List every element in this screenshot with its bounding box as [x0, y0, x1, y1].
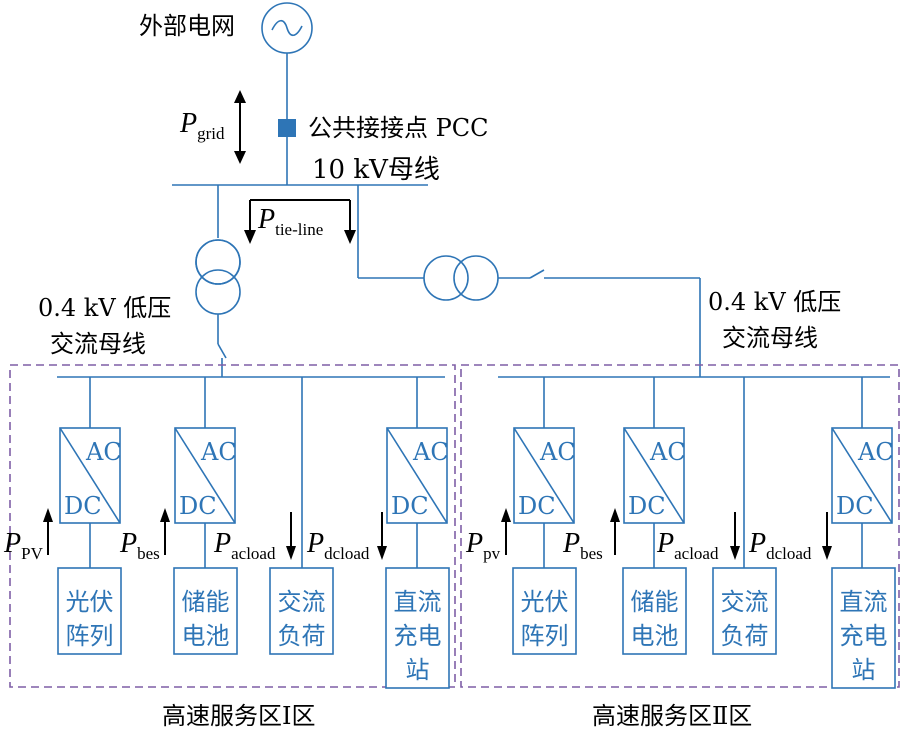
- zone2-block-0-line1: 光伏: [521, 588, 569, 616]
- bus-04kv-right-label-2: 交流母线: [722, 324, 818, 352]
- zone2-converter-1-diagonal: [623, 427, 685, 524]
- zone2-converter-0-ac-label: AC: [539, 438, 576, 466]
- zone2-converter-3-dc-label: DC: [836, 492, 874, 520]
- zone1-converter-1-diagonal: [174, 427, 236, 524]
- zone1-label: 高速服务区Ⅰ区: [162, 702, 315, 730]
- zone1-power-label-0: PPV: [3, 528, 44, 563]
- zone2-converter-1-ac-label: AC: [649, 438, 686, 466]
- zone1-converter-0-diagonal: [59, 427, 121, 524]
- zone2-power-label-0: Ppv: [465, 528, 501, 563]
- zone1-power-label-1: Pbes: [119, 528, 160, 563]
- zone1-converter-1-ac-label: AC: [200, 438, 237, 466]
- pcc-node: [278, 119, 296, 137]
- zone1-block-3-line1: 直流: [394, 588, 442, 616]
- zone1-converter-3-diagonal: [386, 427, 448, 524]
- zone1-block-3-line3: 站: [406, 656, 430, 684]
- zone1-power-label-2: Pacload: [213, 528, 276, 563]
- zone1-power-arrowhead-2: [286, 546, 296, 560]
- zone2-block-3-line2: 充电: [840, 622, 888, 650]
- zone1-block-3: [385, 567, 450, 689]
- zone2-block-0: [512, 567, 577, 655]
- right-transformer-icon: [423, 255, 499, 301]
- zone2-converter-3-ac-label: AC: [857, 438, 894, 466]
- zone1-converter-0-dc-label: DC: [64, 492, 102, 520]
- bus-04kv-left-label-2: 交流母线: [50, 330, 146, 358]
- zone1-block-0-line2: 阵列: [66, 622, 114, 650]
- zone1-block-2: [269, 567, 334, 655]
- bus-04kv-right-label-1: 0.4 kV 低压: [708, 288, 841, 316]
- zone2-power-arrowhead-0: [501, 508, 511, 522]
- zone2-converter-1-dc-label: DC: [628, 492, 666, 520]
- pcc-label: 公共接接点 PCC: [308, 114, 489, 142]
- zone1-block-2-line1: 交流: [278, 588, 326, 616]
- zone2-label: 高速服务区Ⅱ区: [592, 702, 752, 730]
- bus-10kv-label: 10 kV母线: [312, 155, 440, 185]
- zone2-power-label-1: Pbes: [562, 528, 603, 563]
- zone1-converter-3-dc-label: DC: [391, 492, 429, 520]
- zone1-converter-1-dc-label: DC: [179, 492, 217, 520]
- zone1-block-2-line2: 负荷: [278, 622, 326, 650]
- zone1-block-0-line1: 光伏: [66, 588, 114, 616]
- zone2-converter-0-diagonal: [513, 427, 575, 524]
- p-grid-arrow: [234, 90, 246, 164]
- zone2-power-arrowhead-3: [822, 546, 832, 560]
- zone1-boundary: [9, 364, 456, 688]
- p-tie-line-label: Ptie-line: [257, 204, 323, 239]
- zone2-power-arrowhead-2: [730, 546, 740, 560]
- zone2-converter-0-dc-label: DC: [518, 492, 556, 520]
- zone1-power-arrowhead-0: [43, 508, 53, 522]
- zone1-converter-3-ac-label: AC: [412, 438, 449, 466]
- p-tie-line-arrow: [244, 199, 356, 244]
- p-grid-label: Pgrid: [179, 108, 225, 143]
- zone1-block-3-line2: 充电: [394, 622, 442, 650]
- zone1-block-1: [173, 567, 238, 655]
- zone2-block-2: [712, 567, 777, 655]
- zone1-power-arrowhead-1: [160, 508, 170, 522]
- zone1-block-0: [57, 567, 122, 655]
- left-transformer-icon: [195, 239, 241, 315]
- zone1-converter-0-ac-label: AC: [85, 438, 122, 466]
- right-switch-icon: [529, 269, 545, 279]
- zone2-block-1-line2: 电池: [631, 622, 679, 650]
- zone1-power-label-3: Pdcload: [306, 528, 370, 563]
- zone2-block-2-line2: 负荷: [721, 622, 769, 650]
- zone1-block-1-line1: 储能: [182, 588, 230, 616]
- bus-04kv-left-label-1: 0.4 kV 低压: [38, 294, 171, 322]
- zone2-block-1: [622, 567, 687, 655]
- zone2-power-label-3: Pdcload: [748, 528, 812, 563]
- zone2-power-arrowhead-1: [610, 508, 620, 522]
- zone2-block-0-line2: 阵列: [521, 622, 569, 650]
- zone2-power-label-2: Pacload: [656, 528, 719, 563]
- zone1-block-1-line2: 电池: [182, 622, 230, 650]
- zone1-power-arrowhead-3: [377, 546, 387, 560]
- zone2-block-2-line1: 交流: [721, 588, 769, 616]
- zone2-block-3-line3: 站: [852, 656, 876, 684]
- ac-source-icon: [261, 2, 313, 54]
- zone2-block-3: [831, 567, 896, 689]
- zone2-block-3-line1: 直流: [840, 588, 888, 616]
- zone2-boundary: [460, 364, 900, 688]
- left-switch-icon: [217, 343, 227, 359]
- zone2-block-1-line1: 储能: [631, 588, 679, 616]
- external-grid-label: 外部电网: [139, 12, 235, 40]
- zone2-converter-3-diagonal: [831, 427, 893, 524]
